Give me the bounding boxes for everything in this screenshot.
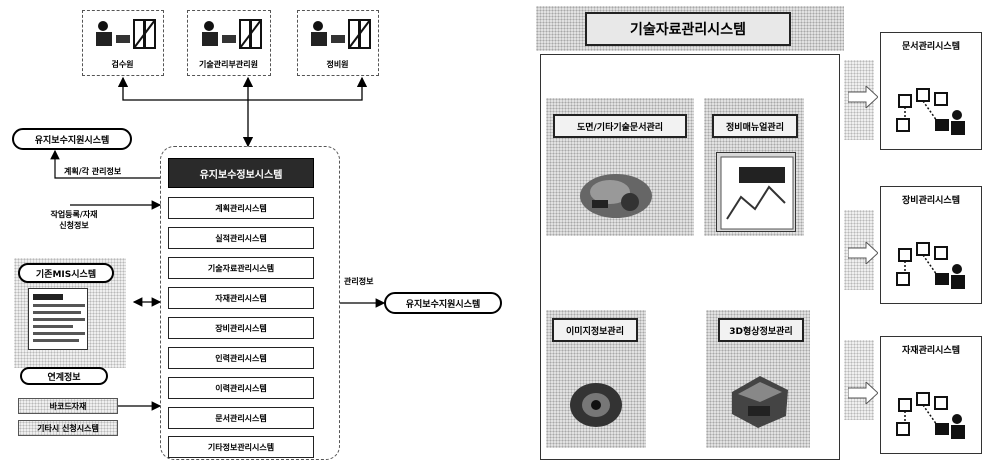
worker-icon — [304, 17, 372, 53]
role-box-inspector: 검수원 — [82, 10, 164, 76]
side-system-box: 문서관리시스템 — [880, 32, 982, 150]
subsystem-row: 기술자료관리시스템 — [168, 257, 314, 279]
network-users-icon — [891, 85, 971, 141]
machinery-image — [572, 160, 658, 230]
image-info-graphic — [566, 380, 626, 430]
maintenance-support-left: 유지보수지원시스템 — [12, 128, 132, 150]
3d-shape-graphic — [726, 370, 792, 432]
work-register-label-2: 신청정보 — [59, 221, 89, 230]
module-title-box: 이미지정보관리 — [552, 318, 638, 342]
role-label: 정비원 — [326, 60, 349, 69]
module-title-box: 정비매뉴얼관리 — [712, 114, 798, 138]
side-system-box: 장비관리시스템 — [880, 186, 982, 304]
arrow-band — [844, 340, 874, 420]
manage-info-label: 관리정보 — [344, 277, 374, 286]
main-system-title-bar: 유지보수정보시스템 — [168, 158, 314, 188]
plan-info-label: 계획/각 관리정보 — [64, 167, 122, 176]
side-system-title: 자재관리시스템 — [902, 346, 960, 356]
module-title: 이미지정보관리 — [566, 326, 624, 337]
work-register-label: 작업등록/자재 — [50, 210, 98, 219]
maintenance-support-right: 유지보수지원시스템 — [384, 292, 502, 314]
subsystem-row: 이력관리시스템 — [168, 377, 314, 399]
role-label: 기술관리부관리원 — [199, 60, 258, 69]
module-title: 정비매뉴얼관리 — [726, 122, 784, 133]
side-system-box: 자재관리시스템 — [880, 336, 982, 454]
side-system-title: 장비관리시스템 — [902, 196, 960, 206]
subsystem-row: 인력관리시스템 — [168, 347, 314, 369]
subsystem-row: 기타정보관리시스템 — [168, 436, 314, 458]
arrow-right-icon — [848, 86, 878, 108]
role-box-tech-manager: 기술관리부관리원 — [187, 10, 271, 76]
module-title-box: 3D형상정보관리 — [718, 318, 804, 342]
role-label: 검수원 — [111, 60, 134, 69]
right-title: 기술자료관리시스템 — [630, 22, 746, 38]
link-info-pill: 연계정보 — [20, 367, 108, 385]
subsystem-row: 실적관리시스템 — [168, 227, 314, 249]
subsystem-row: 자재관리시스템 — [168, 287, 314, 309]
arrow-right-icon — [848, 382, 878, 404]
role-box-mechanic: 정비원 — [297, 10, 379, 76]
subsystem-row: 문서관리시스템 — [168, 407, 314, 429]
barcode-material-box: 바코드자재 — [18, 398, 118, 414]
mis-title: 기존MIS시스템 — [18, 263, 114, 283]
module-title-box: 도면/기타기술문서관리 — [553, 114, 687, 138]
manual-screen-image — [716, 152, 796, 232]
subsystem-row: 장비관리시스템 — [168, 317, 314, 339]
worker-icon — [89, 17, 157, 53]
side-system-title: 문서관리시스템 — [902, 42, 960, 52]
other-request-box: 기타시 신청시스템 — [18, 420, 118, 436]
network-users-icon — [891, 239, 971, 295]
main-system-title: 유지보수정보시스템 — [199, 169, 283, 181]
document-icon — [28, 288, 88, 350]
worker-icon — [195, 17, 263, 53]
network-users-icon — [891, 389, 971, 445]
module-title: 도면/기타기술문서관리 — [576, 122, 664, 133]
arrow-right-icon — [848, 242, 878, 264]
subsystem-row: 계획관리시스템 — [168, 197, 314, 219]
right-title-box: 기술자료관리시스템 — [585, 12, 791, 46]
module-title: 3D형상정보관리 — [729, 326, 793, 337]
